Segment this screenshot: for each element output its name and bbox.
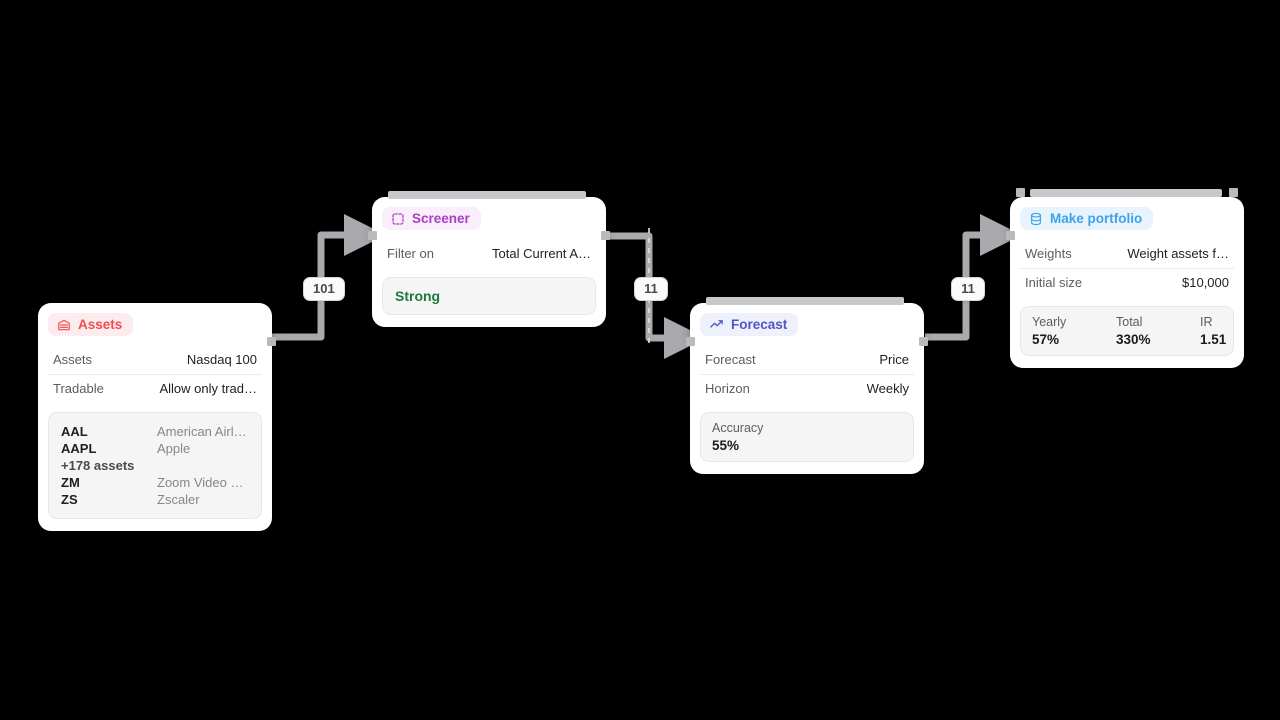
row-key: Filter on [387,245,434,261]
asset-symbol: AAL [61,423,88,439]
node-assets[interactable]: Assets Assets Nasdaq 100 Tradable Allow … [38,303,276,531]
edge-badge-forecast-portfolio[interactable]: 11 [951,277,985,301]
node-forecast[interactable]: Forecast Forecast Price Horizon Weekly A… [686,297,928,474]
list-item: AAPL Apple [61,440,249,457]
forecast-accuracy-panel[interactable]: Accuracy 55% [700,412,914,462]
node-title-pill-forecast: Forecast [700,313,799,336]
assets-list-panel[interactable]: AAL American Airl… AAPL Apple +178 asset… [48,411,262,519]
row-value: Nasdaq 100 [186,351,257,367]
edge-badge-screener-forecast[interactable]: 11 [634,277,668,301]
stat-label: IR [1200,314,1213,329]
row-tradable[interactable]: Tradable Allow only trad… [48,373,262,403]
row-value: Total Current A… [492,245,591,261]
stat-value: 1.51 [1200,331,1227,347]
node-title-screener: Screener [412,211,470,226]
node-title-portfolio: Make portfolio [1050,211,1143,226]
node-title-pill-screener: Screener [382,207,481,230]
row-value: Price [879,352,909,367]
database-icon [1029,212,1043,226]
bank-building-icon [57,318,71,332]
node-top-bar[interactable] [1030,189,1222,197]
asset-name [146,458,249,473]
node-handle-top-right[interactable] [1229,188,1238,197]
stat-yearly: Yearly 57% [1032,315,1086,347]
screener-strength-label: Strong [395,287,441,304]
row-weights[interactable]: Weights Weight assets f… [1020,240,1234,268]
node-handle-left[interactable] [686,337,695,346]
stat-total: Total 330% [1116,315,1170,347]
node-title-pill-assets: Assets [48,313,134,336]
node-handle-right[interactable] [601,231,610,240]
node-rows-portfolio: Weights Weight assets f… Initial size $1… [1020,240,1234,297]
row-value: Weight assets f… [1127,245,1229,261]
row-key: Weights [1025,245,1072,261]
node-handle-left[interactable] [368,231,377,240]
stat-label: Total [1116,314,1143,329]
stat-ir: IR 1.51 [1200,315,1254,347]
row-initial-size[interactable]: Initial size $10,000 [1020,267,1234,297]
node-handle-right[interactable] [267,337,276,346]
screener-result-panel[interactable]: Strong [382,276,596,315]
accuracy-label: Accuracy [712,421,764,435]
asset-more-count: +178 assets [61,457,135,473]
row-value: Weekly [866,381,909,396]
row-forecast[interactable]: Forecast Price [700,346,914,374]
node-handle-top-left[interactable] [1016,188,1025,197]
asset-name: Apple [157,440,191,456]
edge-badge-assets-screener[interactable]: 101 [303,277,345,301]
row-value: $10,000 [1182,274,1229,290]
portfolio-stats-panel[interactable]: Yearly 57% Total 330% IR 1.51 [1020,305,1234,356]
list-item: AAL American Airl… [61,423,249,440]
asset-symbol: AAPL [61,440,97,456]
stat-label: Yearly [1032,314,1067,329]
accuracy-value: 55% [712,438,740,453]
row-key: Initial size [1025,274,1083,290]
list-item: ZS Zscaler [61,491,249,508]
node-title-forecast: Forecast [731,317,788,332]
stat-value: 57% [1032,331,1060,347]
trending-up-icon [709,317,724,332]
list-item-more: +178 assets [61,457,249,474]
row-value: Allow only trad… [159,380,257,396]
asset-name: Zscaler [157,491,200,507]
node-title-pill-portfolio: Make portfolio [1020,207,1154,230]
row-filter-on[interactable]: Filter on Total Current A… [382,240,596,268]
node-make-portfolio[interactable]: Make portfolio Weights Weight assets f… … [1006,188,1244,368]
asset-name: Zoom Video … [157,474,244,490]
row-key: Assets [53,351,93,367]
dashed-square-icon [391,212,405,226]
node-top-bar[interactable] [388,191,586,199]
node-handle-left[interactable] [1006,231,1015,240]
node-title-assets: Assets [78,317,123,332]
stat-value: 330% [1116,331,1151,347]
row-assets[interactable]: Assets Nasdaq 100 [48,346,262,374]
node-handle-right[interactable] [919,337,928,346]
row-horizon[interactable]: Horizon Weekly [700,374,914,403]
node-rows-screener: Filter on Total Current A… [382,240,596,268]
row-key: Tradable [53,380,104,396]
node-screener[interactable]: Screener Filter on Total Current A… Stro… [368,191,610,327]
node-rows-forecast: Forecast Price Horizon Weekly [700,346,914,403]
row-key: Horizon [705,381,750,396]
asset-symbol: ZS [61,491,78,507]
asset-symbol: ZM [61,474,80,490]
node-rows-assets: Assets Nasdaq 100 Tradable Allow only tr… [48,346,262,403]
row-key: Forecast [705,352,756,367]
asset-name: American Airl… [157,423,247,439]
node-top-bar[interactable] [706,297,904,305]
list-item: ZM Zoom Video … [61,474,249,491]
